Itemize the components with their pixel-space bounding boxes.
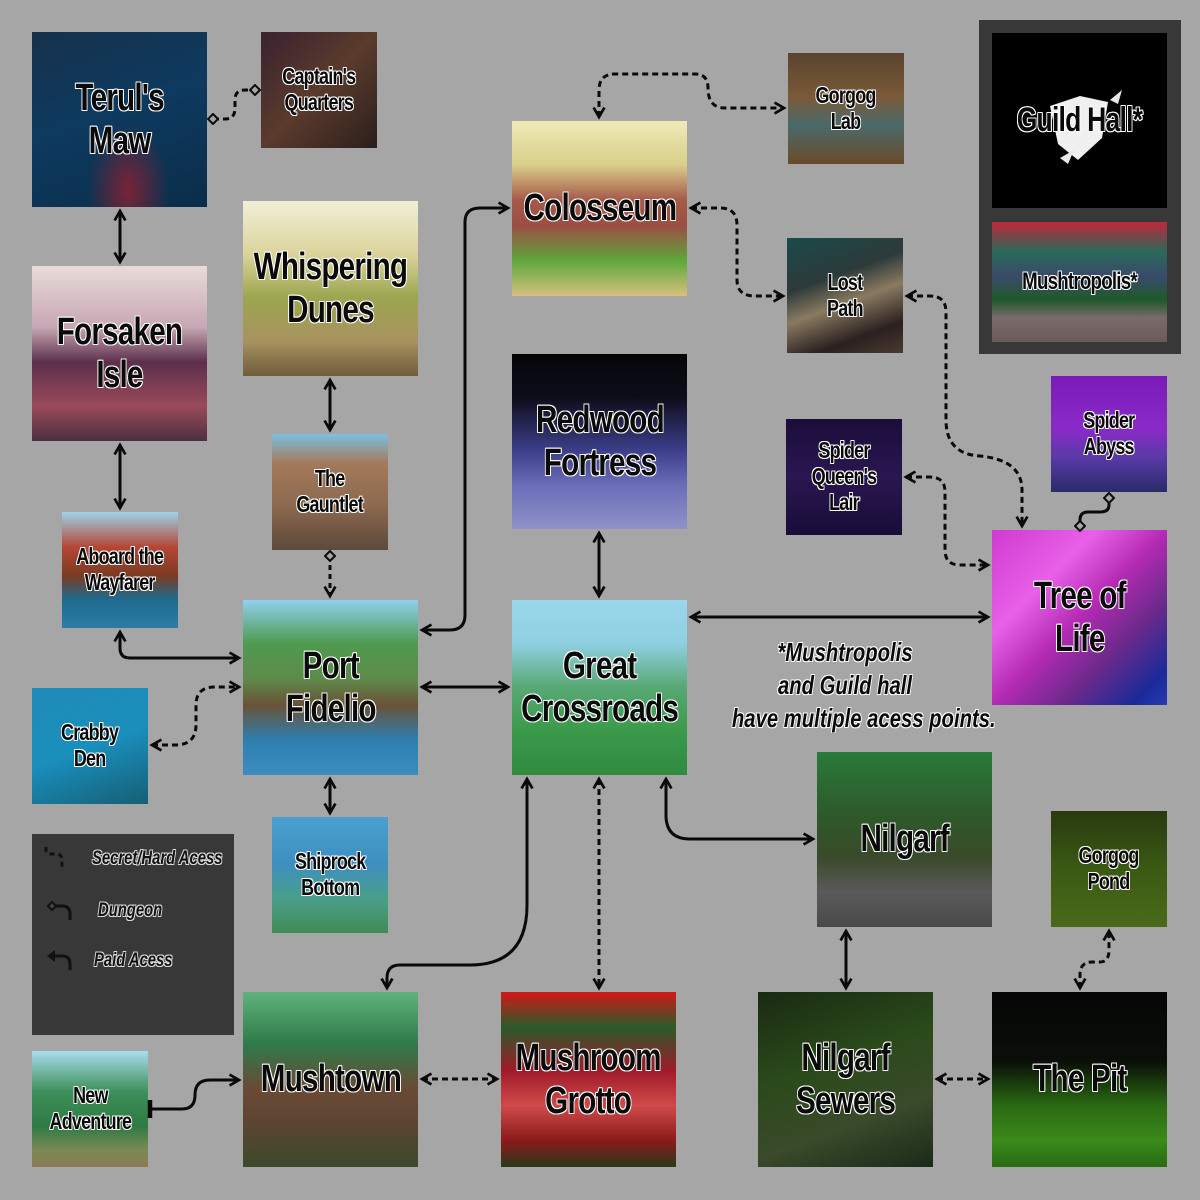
location-label: Port Fidelio xyxy=(285,644,376,730)
link-colosseum-gorgoglab xyxy=(592,72,787,120)
location-label: Forsaken Isle xyxy=(56,310,183,396)
location-aboard-the-wayfarer[interactable]: Aboard the Wayfarer xyxy=(62,512,178,628)
shield-emblem-icon xyxy=(1050,90,1122,164)
location-nilgarf-sewers[interactable]: Nilgarf Sewers xyxy=(758,992,933,1167)
link-crossroads-nilgarf xyxy=(659,776,816,846)
link-wayfarer-fidelio xyxy=(113,629,242,665)
location-label: Crabby Den xyxy=(61,719,119,771)
location-label: Gorgog Lab xyxy=(815,81,877,134)
location-label: Guild Hall* xyxy=(1016,101,1143,140)
location-gorgog-pond[interactable]: Gorgog Pond xyxy=(1051,811,1167,927)
location-terul-s-maw[interactable]: Terul's Maw xyxy=(32,32,207,207)
access-note: *Mushtropolis and Guild hall have multip… xyxy=(700,636,996,735)
location-tree-of-life[interactable]: Tree of Life xyxy=(992,530,1167,705)
location-label: Redwood Fortress xyxy=(535,398,665,484)
location-colosseum[interactable]: Colosseum xyxy=(512,121,687,296)
legend-label-secret: Secret/Hard Acess xyxy=(92,848,223,869)
location-label: Gorgog Pond xyxy=(1078,842,1140,894)
note-line-1: *Mushtropolis xyxy=(777,637,913,667)
location-gorgog-lab[interactable]: Gorgog Lab xyxy=(788,53,904,164)
location-label: Nilgarf Sewers xyxy=(795,1036,896,1122)
link-terul-captain xyxy=(213,90,255,119)
location-label: Mushtown xyxy=(260,1058,401,1101)
location-new-adventure[interactable]: New Adventure xyxy=(32,1051,148,1167)
link-newadventure-mushtown xyxy=(147,1073,242,1118)
location-the-gauntlet[interactable]: The Gauntlet xyxy=(272,434,388,550)
location-mushtropolis[interactable]: Mushtropolis* xyxy=(992,222,1167,342)
location-label: Mushtropolis* xyxy=(1022,267,1137,295)
location-mushroom-grotto[interactable]: Mushroom Grotto xyxy=(501,992,676,1167)
link-colosseum-lostpath xyxy=(688,201,786,303)
location-label: Nilgarf xyxy=(860,818,949,861)
legend-item-dungeon: Dungeon xyxy=(46,898,180,924)
location-label: Whispering Dunes xyxy=(253,245,408,331)
note-line-2: and Guild hall xyxy=(777,670,913,700)
legend-panel: Secret/Hard Acess Dungeon Paid Acess xyxy=(32,834,234,1035)
location-captain-s-quarters[interactable]: Captain's Quarters xyxy=(261,32,377,148)
location-label: Colosseum xyxy=(523,187,677,230)
dashed-curve-icon xyxy=(44,847,64,871)
location-redwood-fortress[interactable]: Redwood Fortress xyxy=(512,354,687,529)
location-whispering-dunes[interactable]: Whispering Dunes xyxy=(243,201,418,376)
location-label: The Pit xyxy=(1032,1058,1127,1101)
location-crabby-den[interactable]: Crabby Den xyxy=(32,688,148,804)
diamond-arrow-icon xyxy=(46,900,72,920)
link-crabby-fidelio xyxy=(149,680,242,752)
location-label: Mushroom Grotto xyxy=(515,1036,662,1122)
location-label: New Adventure xyxy=(49,1082,131,1134)
location-label: Spider Abyss xyxy=(1083,407,1135,459)
location-the-pit[interactable]: The Pit xyxy=(992,992,1167,1167)
location-label: Tree of Life xyxy=(1033,574,1127,660)
link-abyss-tree xyxy=(1080,498,1109,526)
location-label: Shiprock Bottom xyxy=(294,848,366,900)
note-line-3: have multiple acess points. xyxy=(731,703,996,733)
location-shiprock-bottom[interactable]: Shiprock Bottom xyxy=(272,817,388,933)
link-spiderqueen-tree xyxy=(903,470,991,572)
location-label: Lost Path xyxy=(827,268,864,321)
location-label: Spider Queen's Lair xyxy=(811,437,877,515)
location-label: Captain's Quarters xyxy=(282,63,356,115)
location-mushtown[interactable]: Mushtown xyxy=(243,992,418,1167)
location-label: The Gauntlet xyxy=(296,465,364,517)
location-label: Aboard the Wayfarer xyxy=(76,543,165,595)
location-great-crossroads[interactable]: Great Crossroads xyxy=(512,600,687,775)
location-label: Great Crossroads xyxy=(521,644,679,730)
legend-label-paid: Paid Acess xyxy=(94,950,173,971)
location-guild-hall[interactable]: Guild Hall* xyxy=(992,33,1167,208)
legend-item-secret: Secret/Hard Acess xyxy=(42,844,259,874)
location-forsaken-isle[interactable]: Forsaken Isle xyxy=(32,266,207,441)
solid-arrow-icon xyxy=(47,950,72,970)
link-fidelio-colosseum xyxy=(419,201,511,637)
link-pit-gorgogpond xyxy=(1073,928,1116,991)
location-spider-queen-s-lair[interactable]: Spider Queen's Lair xyxy=(786,419,902,535)
location-port-fidelio[interactable]: Port Fidelio xyxy=(243,600,418,775)
location-nilgarf[interactable]: Nilgarf xyxy=(817,752,992,927)
link-crossroads-mushtown xyxy=(380,776,534,991)
location-label: Terul's Maw xyxy=(75,76,164,162)
legend-label-dungeon: Dungeon xyxy=(98,900,163,921)
location-lost-path[interactable]: Lost Path xyxy=(787,238,903,353)
location-spider-abyss[interactable]: Spider Abyss xyxy=(1051,376,1167,492)
legend-item-paid: Paid Acess xyxy=(46,948,195,974)
